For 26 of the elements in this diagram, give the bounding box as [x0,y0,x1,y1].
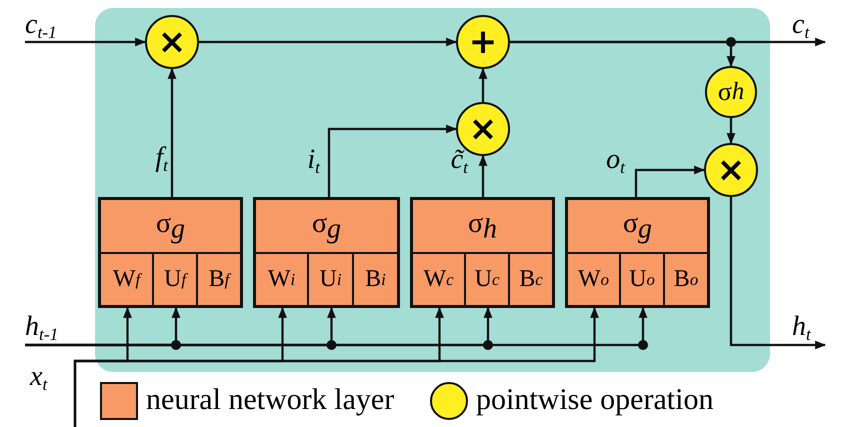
variable-label: h$_{t}$ [792,312,825,344]
arrow [199,38,458,46]
arrow [478,68,488,102]
variable-label: c$_{t}$ [792,10,825,42]
neural-network-layer-box [565,197,710,308]
arrow [328,124,458,197]
edge-label: f$_{t}$ [154,143,168,178]
arrow [25,38,146,46]
variable-label: c$_{t-1}$ [25,10,75,42]
arrow [634,166,706,197]
variable-label: x$_{t}$ [30,362,75,427]
neural-network-layer-box [410,197,555,308]
neural-network-layer-box [253,197,400,308]
arrow [168,68,176,197]
arrow [74,306,599,427]
variable-label: h$_{t-1}$ [25,312,80,344]
edge-label: o$_{t}$ [605,145,625,180]
neural-network-layer-box [98,197,243,308]
arrow [730,197,826,350]
legend-label: neural network layer [146,383,394,417]
arrow [726,118,736,144]
legend-label: pointwise operation [476,383,714,417]
edge-label: i$_{t}$ [306,145,320,180]
arrow [25,306,648,346]
arrow [510,40,736,68]
arrow [478,154,488,197]
